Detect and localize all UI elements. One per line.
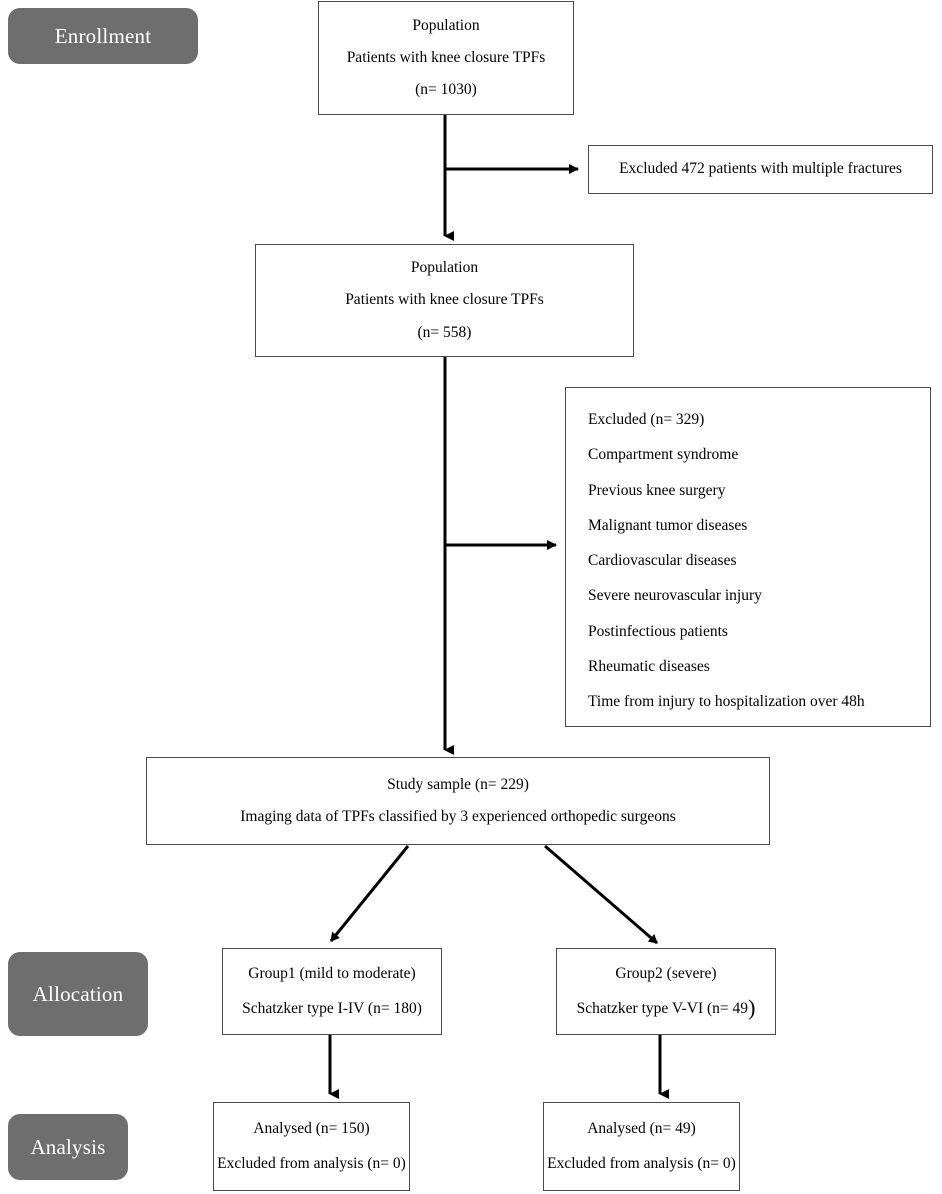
edge-study-sample-to-group1 (329, 845, 410, 942)
exclusion-criteria-line-6: Severe neurovascular injury (588, 587, 762, 605)
population-initial-line-1: Population (412, 16, 480, 34)
node-population-filtered: Population Patients with knee closure TP… (255, 244, 634, 357)
population-initial-line-3: (n= 1030) (415, 81, 477, 99)
excluded-multiple-fractures-line-1: Excluded 472 patients with multiple frac… (619, 160, 902, 178)
exclusion-criteria-line-7: Postinfectious patients (588, 622, 728, 640)
node-group2: Group2 (severe) Schatzker type V-VI (n= … (556, 948, 776, 1035)
group1-line-1: Group1 (mild to moderate) (248, 965, 416, 983)
analysed-group1-line-2: Excluded from analysis (n= 0) (217, 1154, 406, 1172)
exclusion-criteria-line-3: Previous knee surgery (588, 481, 726, 499)
node-analysed-group2: Analysed (n= 49) Excluded from analysis … (543, 1102, 740, 1191)
node-excluded-multiple-fractures: Excluded 472 patients with multiple frac… (588, 145, 933, 194)
population-initial-line-2: Patients with knee closure TPFs (346, 48, 546, 66)
study-sample-line-1: Study sample (n= 229) (387, 775, 529, 793)
group1-line-2: Schatzker type I-IV (n= 180) (242, 999, 422, 1017)
edge-study-sample-to-group2 (544, 844, 658, 945)
population-filtered-line-2: Patients with knee closure TPFs (345, 291, 544, 309)
stage-label-enrollment: Enrollment (54, 23, 152, 48)
study-sample-line-2: Imaging data of TPFs classified by 3 exp… (240, 808, 676, 825)
population-filtered-line-3: (n= 558) (417, 323, 472, 341)
stage-pill-allocation: Allocation (8, 952, 148, 1036)
exclusion-criteria-line-4: Malignant tumor diseases (588, 516, 748, 534)
node-study-sample: Study sample (n= 229) Imaging data of TP… (146, 757, 770, 845)
node-exclusion-criteria: Excluded (n= 329) Compartment syndrome P… (565, 387, 931, 727)
analysed-group2-line-1: Analysed (n= 49) (587, 1120, 696, 1138)
group2-line-1: Group2 (severe) (615, 965, 717, 983)
population-filtered-line-1: Population (410, 259, 479, 277)
exclusion-criteria-line-9: Time from injury to hospitalization over… (588, 693, 865, 711)
stage-pill-enrollment: Enrollment (8, 8, 198, 64)
group2-line-2-paren: ) (748, 994, 756, 1020)
node-analysed-group1: Analysed (n= 150) Excluded from analysis… (213, 1102, 410, 1191)
group2-line-2: Schatzker type V-VI (n= 49) (576, 996, 756, 1018)
node-group1: Group1 (mild to moderate) Schatzker type… (222, 948, 442, 1035)
stage-label-allocation: Allocation (32, 981, 124, 1006)
stage-label-analysis: Analysis (30, 1134, 106, 1159)
exclusion-criteria-line-1: Excluded (n= 329) (588, 411, 705, 428)
exclusion-criteria-line-2: Compartment syndrome (588, 446, 739, 464)
analysed-group2-line-2: Excluded from analysis (n= 0) (547, 1154, 736, 1172)
stage-pill-analysis: Analysis (8, 1114, 128, 1180)
exclusion-criteria-line-5: Cardiovascular diseases (588, 552, 737, 570)
node-population-initial: Population Patients with knee closure TP… (318, 1, 574, 115)
exclusion-criteria-line-8: Rheumatic diseases (588, 657, 710, 675)
analysed-group1-line-1: Analysed (n= 150) (253, 1120, 370, 1138)
group2-line-2-text: Schatzker type V-VI (n= 49 (576, 999, 749, 1017)
